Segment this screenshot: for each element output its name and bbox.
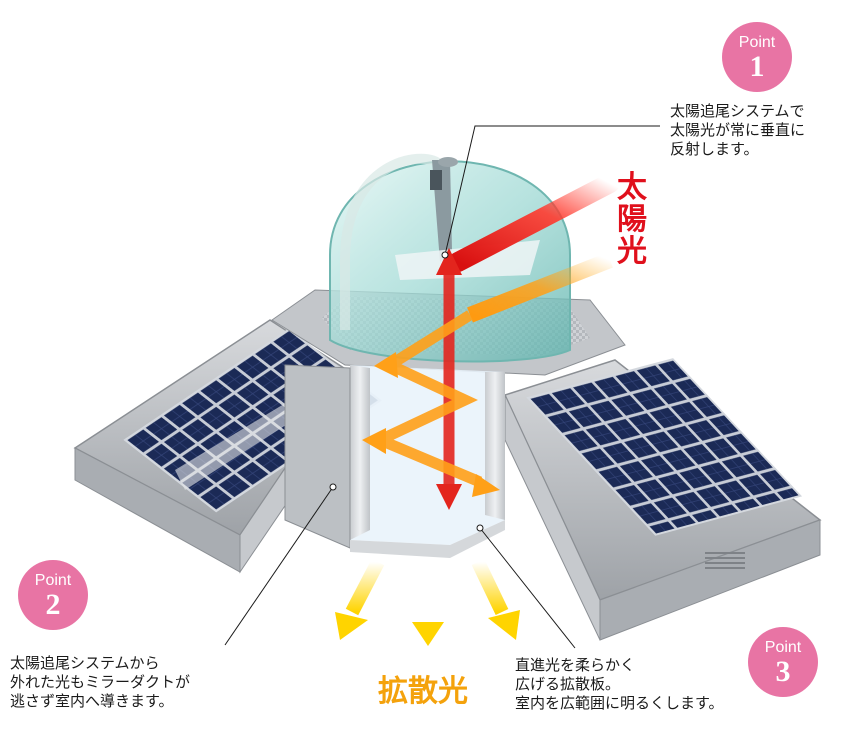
point2-badge: Point 2 (18, 560, 88, 630)
point1-caption: 太陽追尾システムで 太陽光が常に垂直に 反射します。 (670, 102, 860, 159)
point2-leader-dot (330, 484, 336, 490)
diffused-light-arrows (335, 562, 520, 646)
point3-word: Point (765, 640, 801, 656)
point1-word: Point (739, 35, 775, 51)
diffuse-arrow-left (335, 562, 378, 640)
point1-leader-dot (442, 252, 448, 258)
point1-badge: Point 1 (722, 22, 792, 92)
point2-number: 2 (46, 590, 61, 620)
point3-caption: 直進光を柔らかく 広げる拡散板。 室内を広範囲に明るくします。 (515, 656, 815, 713)
diffuse-arrow-right (478, 562, 520, 640)
point2-caption: 太陽追尾システムから 外れた光もミラーダクトが 逃さず室内へ導きます。 (10, 654, 270, 711)
right-solar-unit (505, 336, 820, 640)
point1-number: 1 (750, 52, 765, 82)
point2-word: Point (35, 573, 71, 589)
diffused-light-label: 拡散光 (378, 666, 468, 710)
point3-leader-dot (477, 525, 483, 531)
diffuse-arrow-center (412, 565, 444, 646)
sunlight-label: 太陽光 (615, 172, 649, 268)
